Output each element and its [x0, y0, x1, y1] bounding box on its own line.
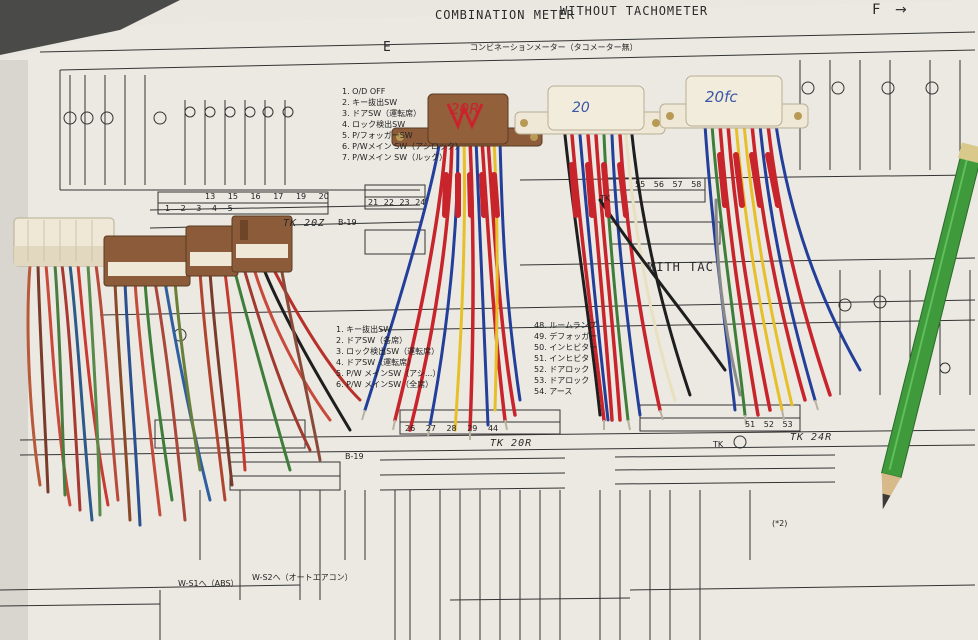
note-star2: (*2) — [772, 519, 788, 528]
pin-number: 16 — [250, 192, 261, 201]
pin-number: 19 — [295, 192, 307, 201]
plug-label-1: 20R — [450, 100, 480, 118]
pin-number: 53 — [782, 420, 793, 429]
label-b19-a: B-19 — [338, 218, 357, 227]
note-ws1: W-S1へ（ABS） — [178, 579, 239, 588]
pin-number: 13 — [205, 192, 216, 201]
label-tk-b: TK — [713, 440, 724, 449]
pin-number: 56 — [653, 180, 664, 189]
pin-number: 15 — [227, 192, 238, 201]
japanese-heading: コンビネーションメーター（タコメーター無） — [470, 43, 638, 52]
pin-row-bottom: 26 27 28 29 44 — [405, 424, 498, 433]
legend-top: 1. O/D OFF 2. キー抜出SW 3. ドアSW（運転席） 4. ロック… — [342, 86, 463, 163]
legend-item: 53. ドアロック — [534, 376, 590, 385]
arrow-right-icon: → — [895, 2, 907, 18]
left-connectors — [13, 215, 293, 287]
pin-number: 21 — [368, 198, 379, 207]
note-ws2: W-S2へ（オートエアコン） — [252, 573, 353, 582]
legend-item: 3. ドアSW（運転席） — [342, 109, 422, 118]
legend-item: 54. アース — [534, 387, 573, 396]
pin-number: 20 — [318, 192, 329, 201]
pin-number: 4 — [211, 204, 218, 213]
pin-number: 17 — [273, 192, 284, 201]
legend-item: 7. P/Wメイン SW（ルック） — [342, 153, 448, 162]
right-plug-sleeves — [717, 152, 781, 208]
pin-row-bottom-right: 51 52 53 — [745, 420, 793, 429]
white-plug-sleeves — [569, 162, 629, 218]
pin-number: 23 — [399, 198, 410, 207]
legend-item: 2. キー抜出SW — [342, 98, 398, 107]
legend-item: 1. キー抜出SW — [336, 325, 392, 334]
bus-e-label: E — [383, 40, 392, 55]
label-tk24r: TK 24R — [790, 432, 833, 443]
legend-item: 6. P/W メインSW（全席） — [336, 380, 434, 389]
legend-item: 4. ドアSW（運転席） — [336, 358, 416, 367]
right-plug — [659, 75, 809, 129]
legend-item: 5. P/フォッガーSW — [342, 131, 413, 140]
pin-row-d: 55 56 57 58 — [635, 180, 701, 189]
pin-number: 3 — [196, 204, 202, 213]
legend-item: 48. ルームランプ — [534, 321, 597, 330]
pin-number: 26 — [405, 424, 416, 433]
table-edge — [0, 0, 180, 55]
pin-number: 28 — [446, 424, 457, 433]
label-tk20r: TK 20R — [490, 438, 533, 449]
title-handwritten: COMBINATION METER — [435, 8, 575, 22]
label-tk-a: TK — [600, 194, 611, 203]
legend-item: 50. インヒビター — [534, 343, 598, 352]
legend-item: 51. インヒビタ — [534, 354, 590, 363]
legend-item: 52. ドアロック — [534, 365, 590, 374]
plug-label-3: 20fc — [705, 88, 738, 106]
subtitle-handwritten: WITHOUT TACHOMETER — [560, 4, 709, 18]
pin-row-b: 1 2 3 4 5 — [165, 204, 233, 213]
with-tacho-label: WITH TAC — [648, 260, 714, 274]
legend-item: 2. ドアSW（各席） — [336, 336, 408, 345]
pin-number: 57 — [672, 180, 683, 189]
pin-number: 51 — [745, 420, 756, 429]
label-tk20z: TK 20Z — [283, 218, 326, 229]
legend-item: 5. P/W メインSW（アシ...） — [336, 369, 441, 378]
pin-number: 24 — [415, 198, 426, 207]
legend-right: 48. ルームランプ 49. デフォッガー 50. インヒビター 51. インヒ… — [534, 320, 597, 397]
pin-number: 44 — [487, 424, 499, 433]
terminal-tips — [361, 399, 819, 440]
pin-number: 55 — [635, 180, 646, 189]
legend-item: 1. O/D OFF — [342, 87, 386, 96]
legend-item: 3. ロック検出SW（運転席） — [336, 347, 440, 356]
brown-plug-sleeves — [442, 172, 500, 218]
pin-number: 52 — [763, 420, 774, 429]
pin-number: 29 — [467, 424, 478, 433]
legend-item: 4. ロック検出SW — [342, 120, 406, 129]
legend-item: 49. デフォッガー — [534, 332, 598, 341]
f-label: F — [872, 2, 882, 18]
pin-number: 27 — [425, 424, 436, 433]
left-wire-bundle — [26, 263, 362, 527]
legend-mid: 1. キー抜出SW 2. ドアSW（各席） 3. ロック検出SW（運転席） 4.… — [336, 324, 440, 390]
label-b19-b: B-19 — [345, 452, 364, 461]
page-fold — [0, 60, 28, 640]
pin-number: 58 — [691, 180, 702, 189]
lamp-symbols — [63, 81, 951, 449]
pin-row-a: 13 15 16 17 19 20 — [205, 192, 329, 201]
legend-item: 6. P/Wメイン SW（アシロック） — [342, 142, 463, 151]
plug-label-2: 20 — [572, 100, 590, 116]
pin-number: 5 — [227, 204, 233, 213]
pin-number: 1 — [165, 204, 171, 213]
brown-plug — [391, 93, 543, 147]
pin-number: 22 — [383, 198, 394, 207]
pin-number: 2 — [180, 204, 186, 213]
pin-row-c: 21 22 23 24 — [368, 198, 425, 207]
pencil — [880, 142, 978, 510]
